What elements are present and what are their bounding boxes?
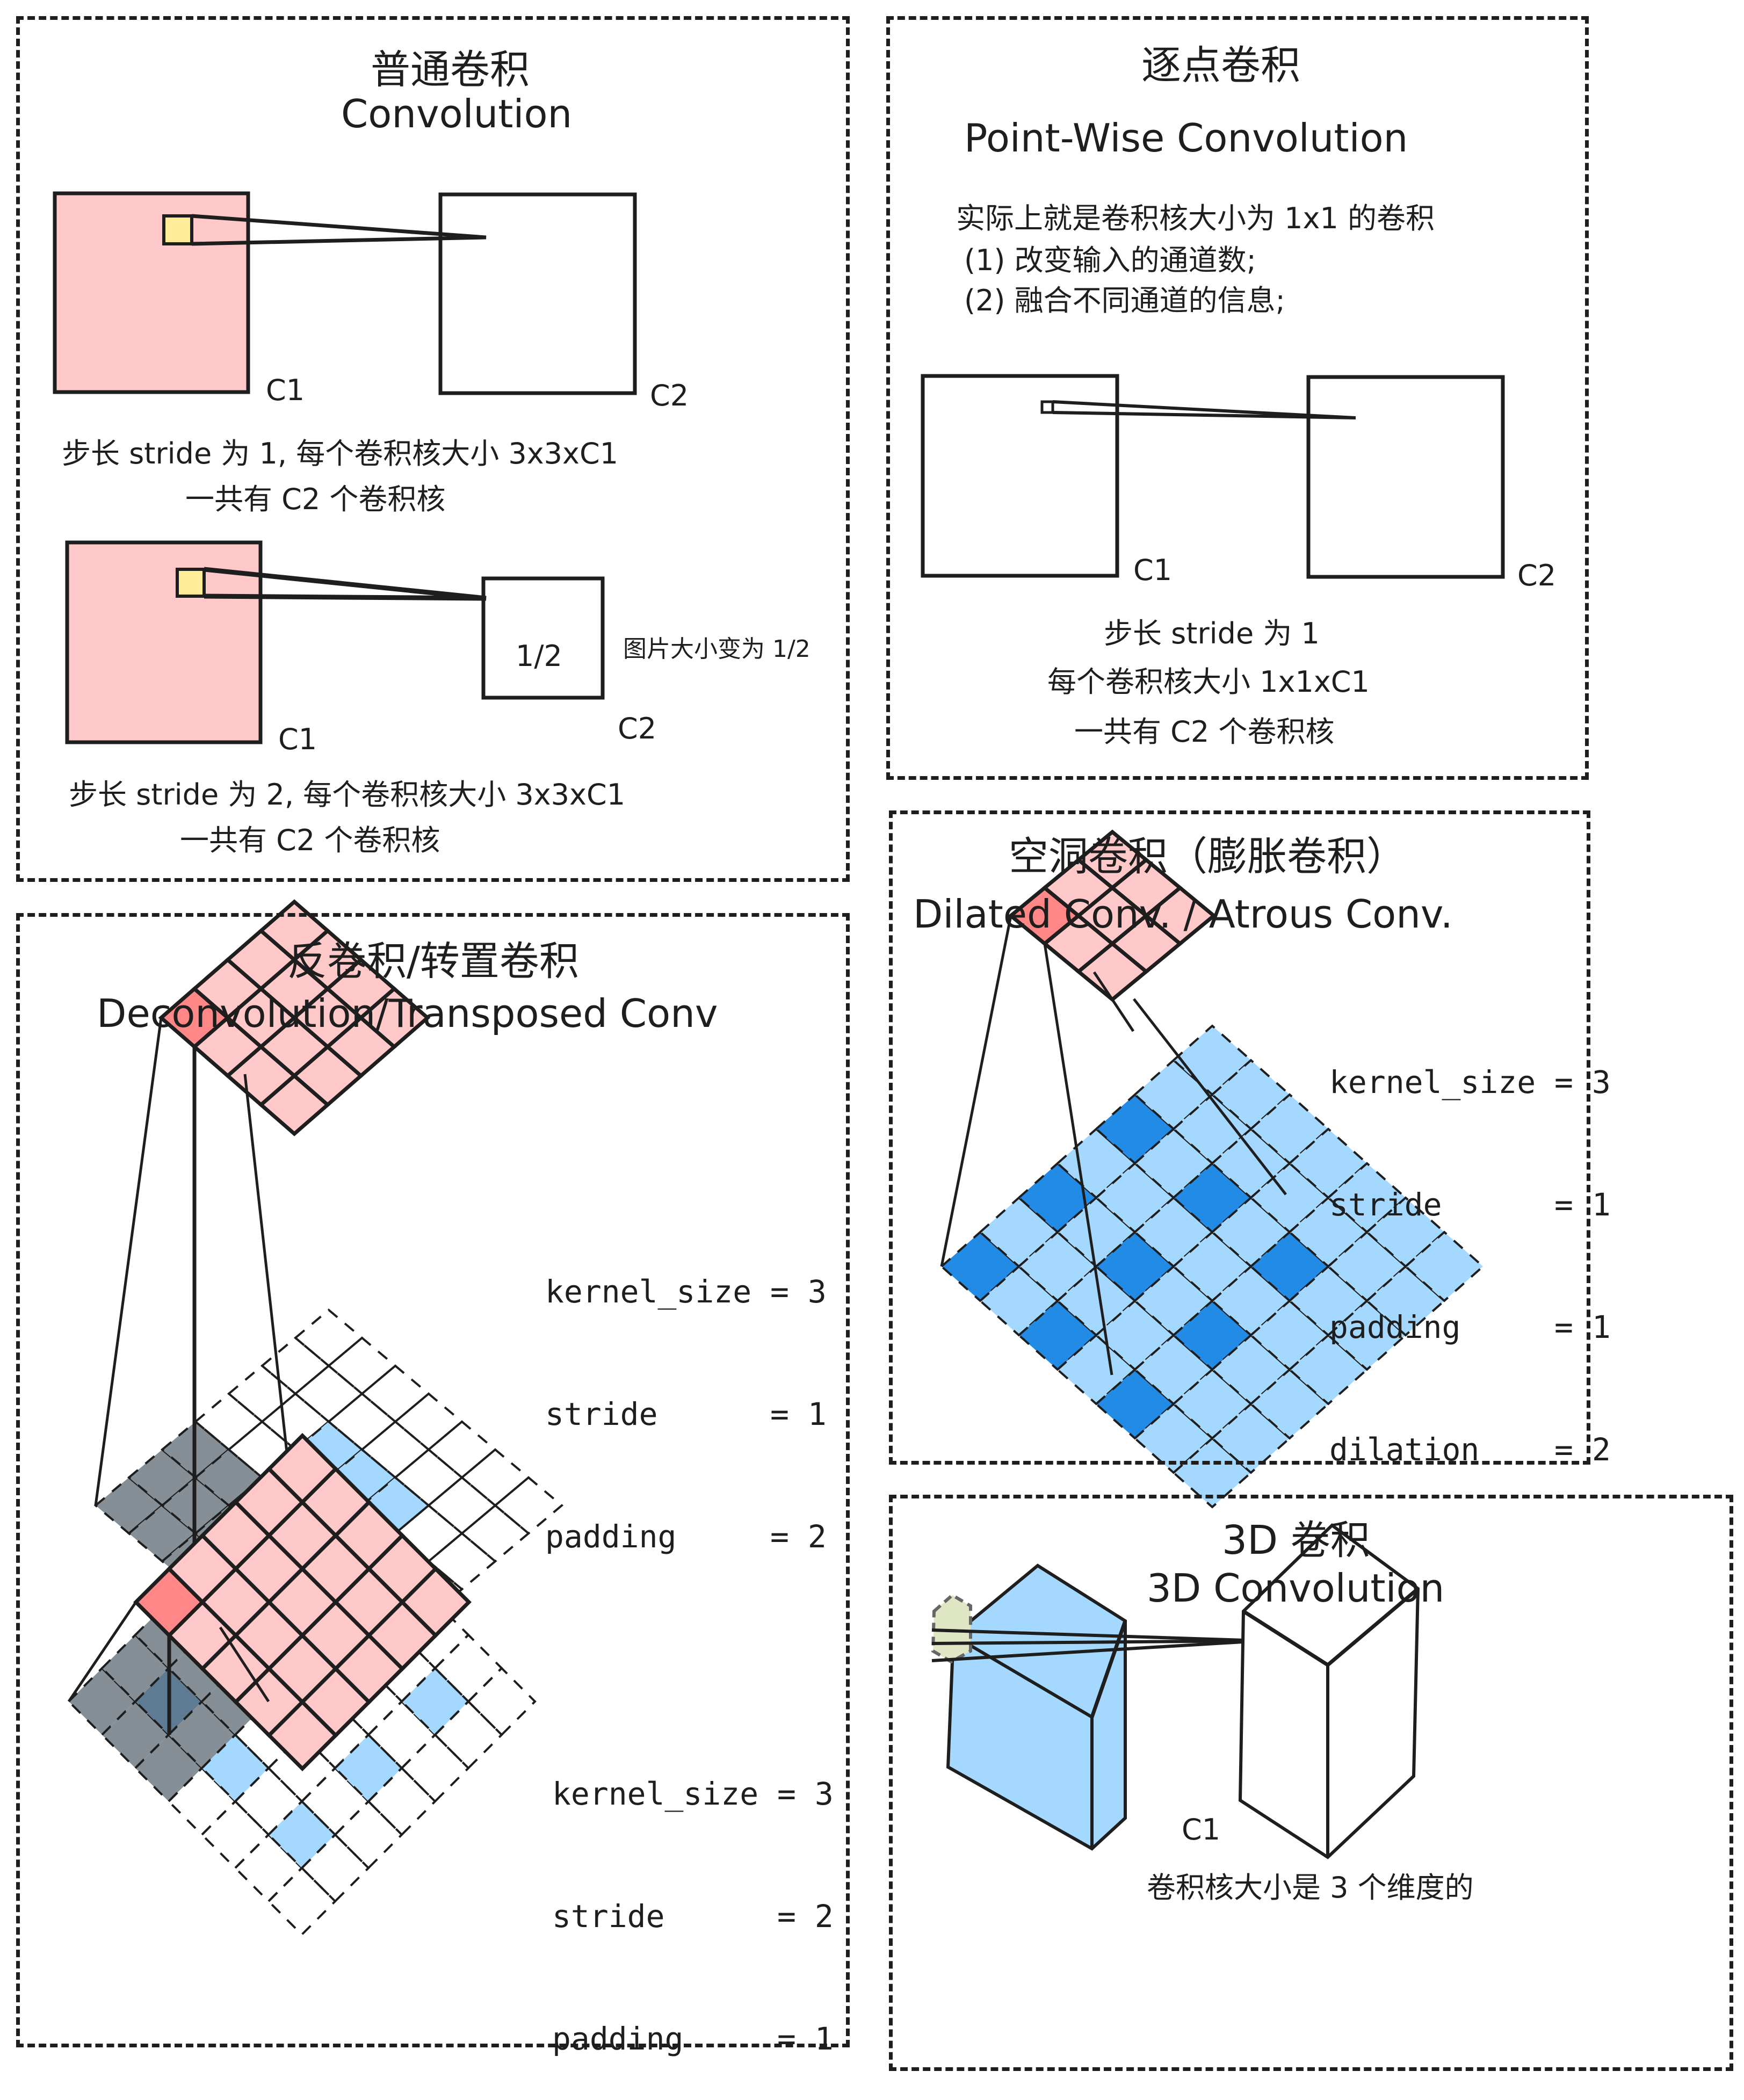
pw-input-c1 — [921, 374, 1119, 578]
output-grid-cell — [493, 1476, 564, 1535]
param-stride: stride = 1 — [545, 1396, 827, 1432]
deconv-title-cn: 反卷积/转置卷积 — [287, 938, 579, 984]
dilated-title-cn: 空洞卷积（膨胀卷积） — [1009, 834, 1406, 880]
label-c2: C2 — [650, 379, 689, 412]
input-feature-map-c1 — [53, 191, 250, 394]
half-size-label: 1/2 — [516, 639, 562, 673]
output-grid-cell — [367, 1766, 437, 1836]
param-kernel-size: kernel_size = 3 — [1329, 1064, 1611, 1100]
projection-line — [243, 1074, 294, 1506]
deconv-stride2-diagram — [67, 1433, 537, 1936]
param-padding: padding = 1 — [1329, 1309, 1611, 1345]
conv3d-desc: 卷积核大小是 3 个维度的 — [1147, 1871, 1474, 1905]
param-padding: padding = 1 — [552, 2021, 834, 2057]
kernel-window-b — [176, 568, 206, 598]
panel-3d-convolution — [889, 1495, 1733, 2071]
projection-line — [94, 1017, 163, 1506]
panel-pointwise-convolution — [886, 16, 1589, 780]
conv3d-label-c1: C1 — [1182, 1813, 1221, 1846]
conv3d-title-en: 3D Convolution — [1147, 1566, 1445, 1611]
dilated-diagram — [939, 829, 1485, 1509]
standard-desc2-line2: 一共有 C2 个卷积核 — [180, 823, 440, 857]
panel-dilated-convolution — [889, 810, 1590, 1465]
pointwise-desc-line2: 每个卷积核大小 1x1xC1 — [1047, 665, 1370, 699]
pointwise-title-cn: 逐点卷积 — [1141, 42, 1300, 89]
conv3d-projection-low — [931, 1639, 1261, 1662]
projection-line — [1092, 971, 1135, 1032]
conv3d-title-cn: 3D 卷积 — [1222, 1517, 1370, 1563]
kernel-cube-3d — [931, 1593, 972, 1664]
dilated-params: kernel_size = 3 stride = 1 padding = 1 d… — [1329, 980, 1611, 1511]
pointwise-note-line3: (2) 融合不同通道的信息; — [964, 284, 1285, 317]
pointwise-note-line2: (1) 改变输入的通道数; — [964, 243, 1256, 277]
deconv-params-a: kernel_size = 3 stride = 1 padding = 2 — [545, 1190, 827, 1598]
standard-title-cn: 普通卷积 — [371, 47, 530, 93]
label-c1-b: C1 — [278, 722, 317, 756]
standard-desc1-line2: 一共有 C2 个卷积核 — [185, 482, 446, 516]
label-c2-b: C2 — [618, 712, 657, 745]
label-c1: C1 — [266, 373, 305, 407]
standard-desc2-line1: 步长 stride 为 2, 每个卷积核大小 3x3xC1 — [69, 778, 626, 812]
output-grid-cell — [467, 1667, 537, 1736]
pointwise-title-en: Point-Wise Convolution — [964, 115, 1408, 161]
output-grid-cell — [267, 1866, 337, 1936]
output-grid-cell — [400, 1733, 470, 1803]
output-grid-cell — [300, 1833, 370, 1903]
pw-projection — [1052, 400, 1356, 419]
pointwise-diagram — [921, 374, 1505, 579]
param-kernel-size: kernel_size = 3 — [545, 1273, 827, 1310]
param-kernel-size: kernel_size = 3 — [552, 1776, 834, 1812]
deconv-params-b: kernel_size = 3 stride = 2 padding = 1 — [552, 1692, 834, 2100]
pw-kernel-1x1 — [1040, 400, 1054, 414]
param-padding: padding = 2 — [545, 1518, 827, 1555]
projection-lines-b — [204, 567, 487, 601]
output-grid-cell — [334, 1800, 403, 1870]
input-grid-cell — [358, 986, 431, 1049]
projection-line — [1133, 998, 1287, 1196]
pointwise-note-line1: 实际上就是卷积核大小为 1x1 的卷积 — [956, 201, 1435, 235]
kernel-window — [162, 214, 193, 245]
param-stride: stride = 2 — [552, 1898, 834, 1935]
param-stride: stride = 1 — [1329, 1186, 1611, 1223]
standard-stride2-diagram — [65, 540, 605, 744]
output-grid-cell — [433, 1700, 503, 1770]
pw-label-c2: C2 — [1517, 559, 1557, 592]
standard-desc1-line1: 步长 stride 为 1, 每个卷积核大小 3x3xC1 — [62, 437, 619, 470]
projection-line — [219, 1626, 270, 1703]
panel-deconvolution — [16, 913, 850, 2047]
dilated-title-en: Dilated Conv. / Atrous Conv. — [913, 892, 1453, 937]
pointwise-desc-line1: 步长 stride 为 1 — [1104, 617, 1320, 650]
param-dilation: dilation = 2 — [1329, 1431, 1611, 1468]
projection-line — [67, 1601, 138, 1703]
half-size-note: 图片大小变为 1/2 — [623, 635, 811, 663]
deconv-title-en: Deconvolution/Transposed Conv — [97, 991, 718, 1036]
conv3d-diagram — [931, 1523, 1420, 1859]
output-feature-map-c2 — [438, 192, 637, 395]
pointwise-desc-line3: 一共有 C2 个卷积核 — [1074, 715, 1335, 749]
panel-standard-convolution — [16, 16, 850, 882]
projection-line — [940, 915, 1012, 1267]
pw-output-c2 — [1306, 375, 1505, 579]
projection-line — [1043, 943, 1113, 1375]
standard-title-en: Convolution — [341, 91, 573, 136]
input-grid-cell — [400, 1566, 472, 1638]
output-grid-cell — [1143, 885, 1217, 946]
input-grid-cell — [1403, 1230, 1485, 1302]
output-feature-map-half — [481, 576, 605, 700]
projection-lines — [191, 214, 487, 246]
standard-stride1-diagram — [53, 191, 637, 395]
input-feature-map-c1-b — [65, 540, 263, 744]
pw-label-c1: C1 — [1133, 553, 1173, 587]
